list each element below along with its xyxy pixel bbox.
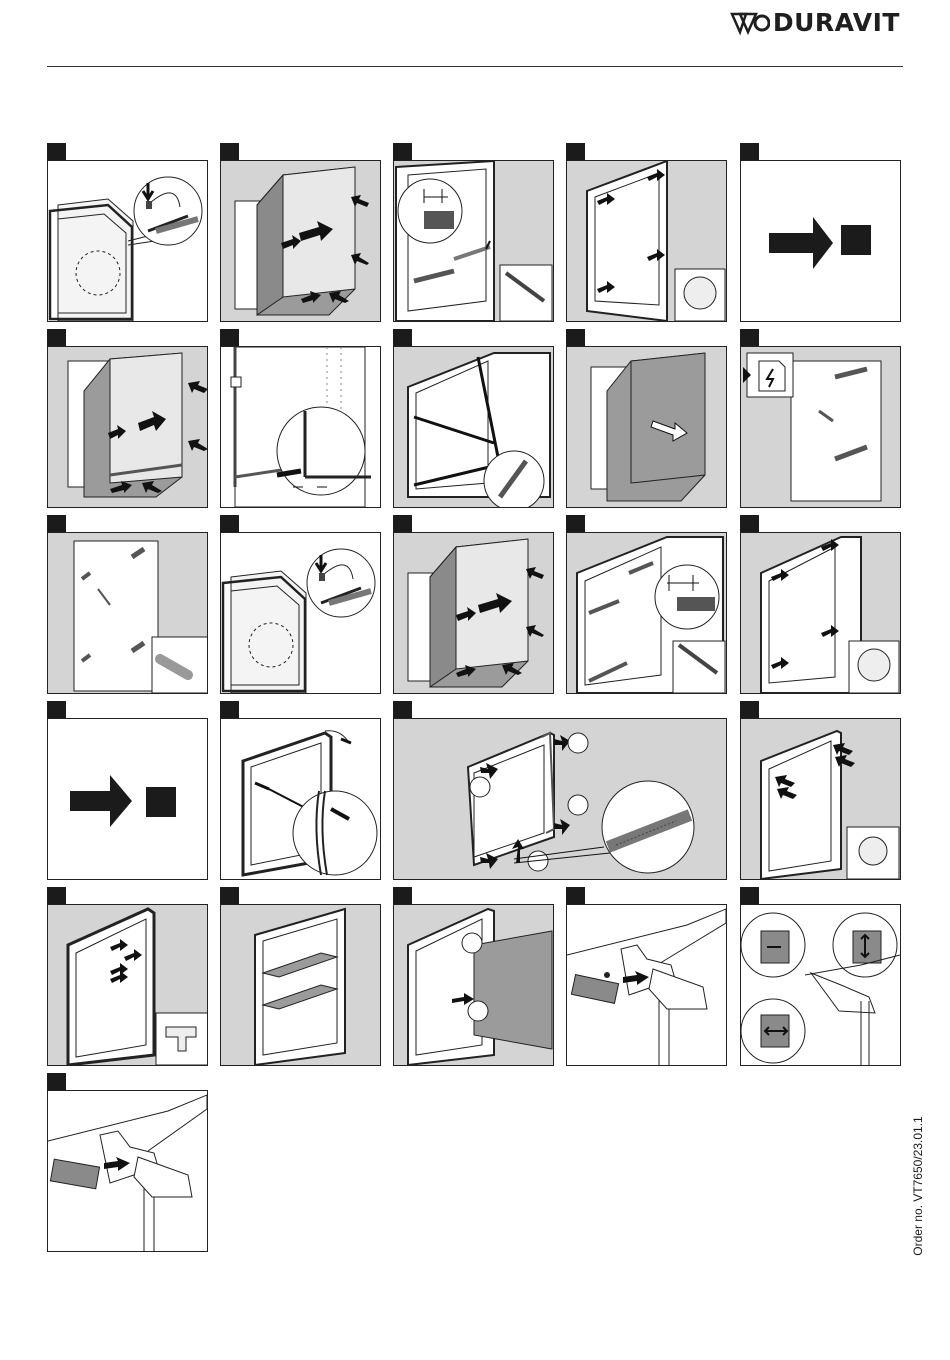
step-04-adjust-corners	[566, 143, 727, 322]
step-11-drill-and-dowel	[47, 515, 208, 694]
illustration-attach-cabinet	[221, 161, 380, 321]
step-07-align-frame	[220, 329, 381, 508]
step-15-adjust-corners	[740, 515, 901, 694]
step-05-continue-to-step	[740, 143, 901, 322]
header-divider	[47, 66, 903, 67]
illustration-shelf-supports	[48, 905, 207, 1065]
illustration-adjust-corners	[567, 161, 726, 321]
step-17-peel-protective-film	[220, 701, 381, 880]
illustration-hinge-cover	[48, 1091, 207, 1251]
step-22-attach-door	[393, 887, 554, 1066]
illustration-hinge-cover	[567, 905, 726, 1065]
illustration-seal-fix	[394, 719, 726, 879]
step-08-level-frame	[393, 329, 554, 508]
illustration-attach-door	[394, 905, 553, 1065]
illustration-adjust-corners	[741, 533, 900, 693]
illustration-peel-film	[221, 719, 380, 879]
illustration-measure-gap	[394, 161, 553, 321]
illustration-electrical	[741, 347, 900, 507]
illustration-measure-gap	[567, 533, 726, 693]
illustration-attach-cabinet	[394, 533, 553, 693]
step-14-measure-gap	[566, 515, 727, 694]
step-25-attach-hinge-cover	[47, 1073, 208, 1252]
illustration-remove-cabinet	[567, 347, 726, 507]
step-09-remove-cabinet	[566, 329, 727, 508]
brand-name: DURAVIT	[773, 8, 900, 37]
illustration-align-frame	[221, 347, 380, 507]
step-13-attach-cabinet	[393, 515, 554, 694]
brand-logo: DURAVIT	[730, 4, 900, 40]
illustration-level-frame	[394, 347, 553, 507]
step-24-adjust-hinge-directions	[740, 887, 901, 1066]
step-06-position-cabinet	[47, 329, 208, 508]
step-18-seal-and-fix	[393, 701, 727, 880]
step-02-attach-cabinet-to-wall	[220, 143, 381, 322]
illustration-mount-rail	[221, 533, 380, 693]
illustration-mount-rail	[48, 161, 207, 321]
step-03-measure-gap	[393, 143, 554, 322]
step-10-electrical-warning	[740, 329, 901, 508]
step-20-insert-shelf-supports	[47, 887, 208, 1066]
arrow-right-icon	[741, 161, 900, 321]
duravit-logo-icon	[730, 8, 770, 36]
illustration-drill-dowel	[48, 533, 207, 693]
illustration-hinge-adjust	[741, 905, 900, 1065]
illustration-position-cabinet	[48, 347, 207, 507]
arrow-right-icon	[48, 719, 207, 879]
illustration-glass-shelves	[221, 905, 380, 1065]
step-12-mount-rail-screw	[220, 515, 381, 694]
step-16-continue-to-step	[47, 701, 208, 880]
step-23-attach-hinge-cover	[566, 887, 727, 1066]
order-number: Order no. VT7650/23.01.1	[911, 1116, 925, 1255]
step-19-fix-top-corners	[740, 701, 901, 880]
step-21-insert-glass-shelves	[220, 887, 381, 1066]
step-01-mount-rail-screw	[47, 143, 208, 322]
illustration-fix-corners	[741, 719, 900, 879]
